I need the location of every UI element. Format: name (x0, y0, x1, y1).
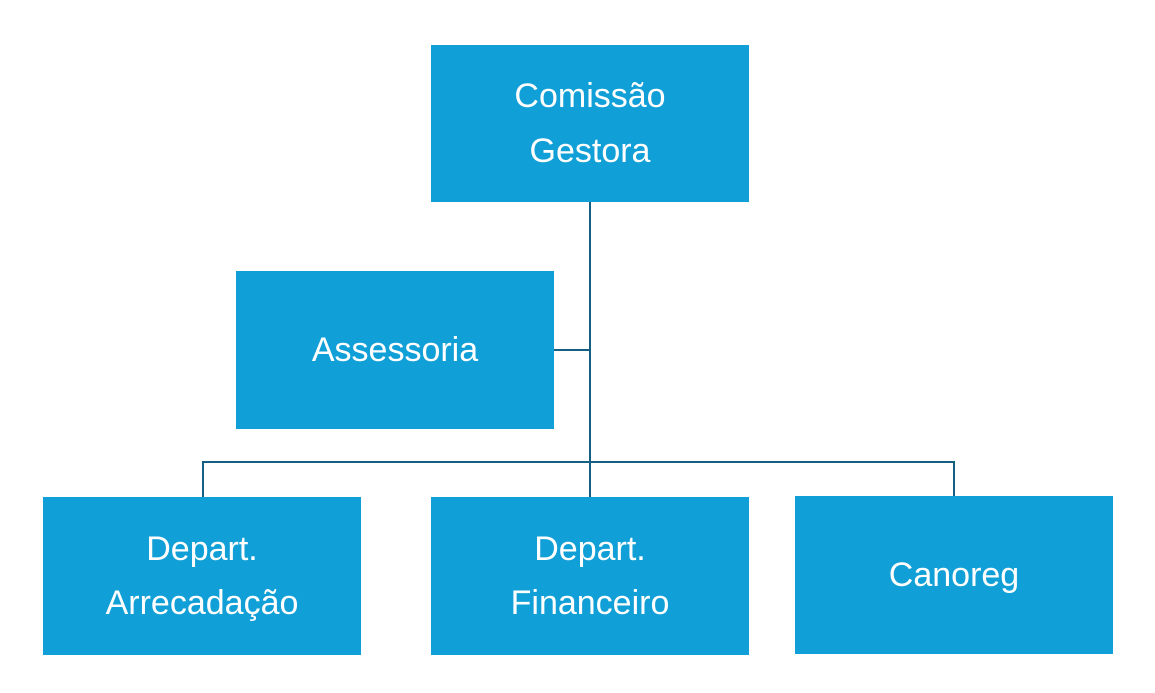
node-label: Canoreg (888, 555, 1020, 594)
node-label-line2: Financeiro (510, 584, 670, 622)
node-canoreg[interactable]: Canoreg (795, 496, 1113, 654)
node-label-line1: Comissão (514, 77, 666, 116)
node-label-line1: Depart. (146, 529, 258, 568)
node-label-line1: Depart. (534, 529, 646, 568)
node-label-line2: Gestora (529, 131, 651, 170)
node-depart-financeiro[interactable]: Depart. Financeiro (431, 497, 749, 655)
node-depart-arrecadacao[interactable]: Depart. Arrecadação (43, 497, 361, 655)
node-label-line2: Arrecadação (105, 584, 299, 622)
node-comissao-gestora[interactable]: Comissão Gestora (431, 45, 749, 202)
node-label: Assessoria (311, 330, 479, 369)
node-assessoria[interactable]: Assessoria (236, 271, 554, 429)
